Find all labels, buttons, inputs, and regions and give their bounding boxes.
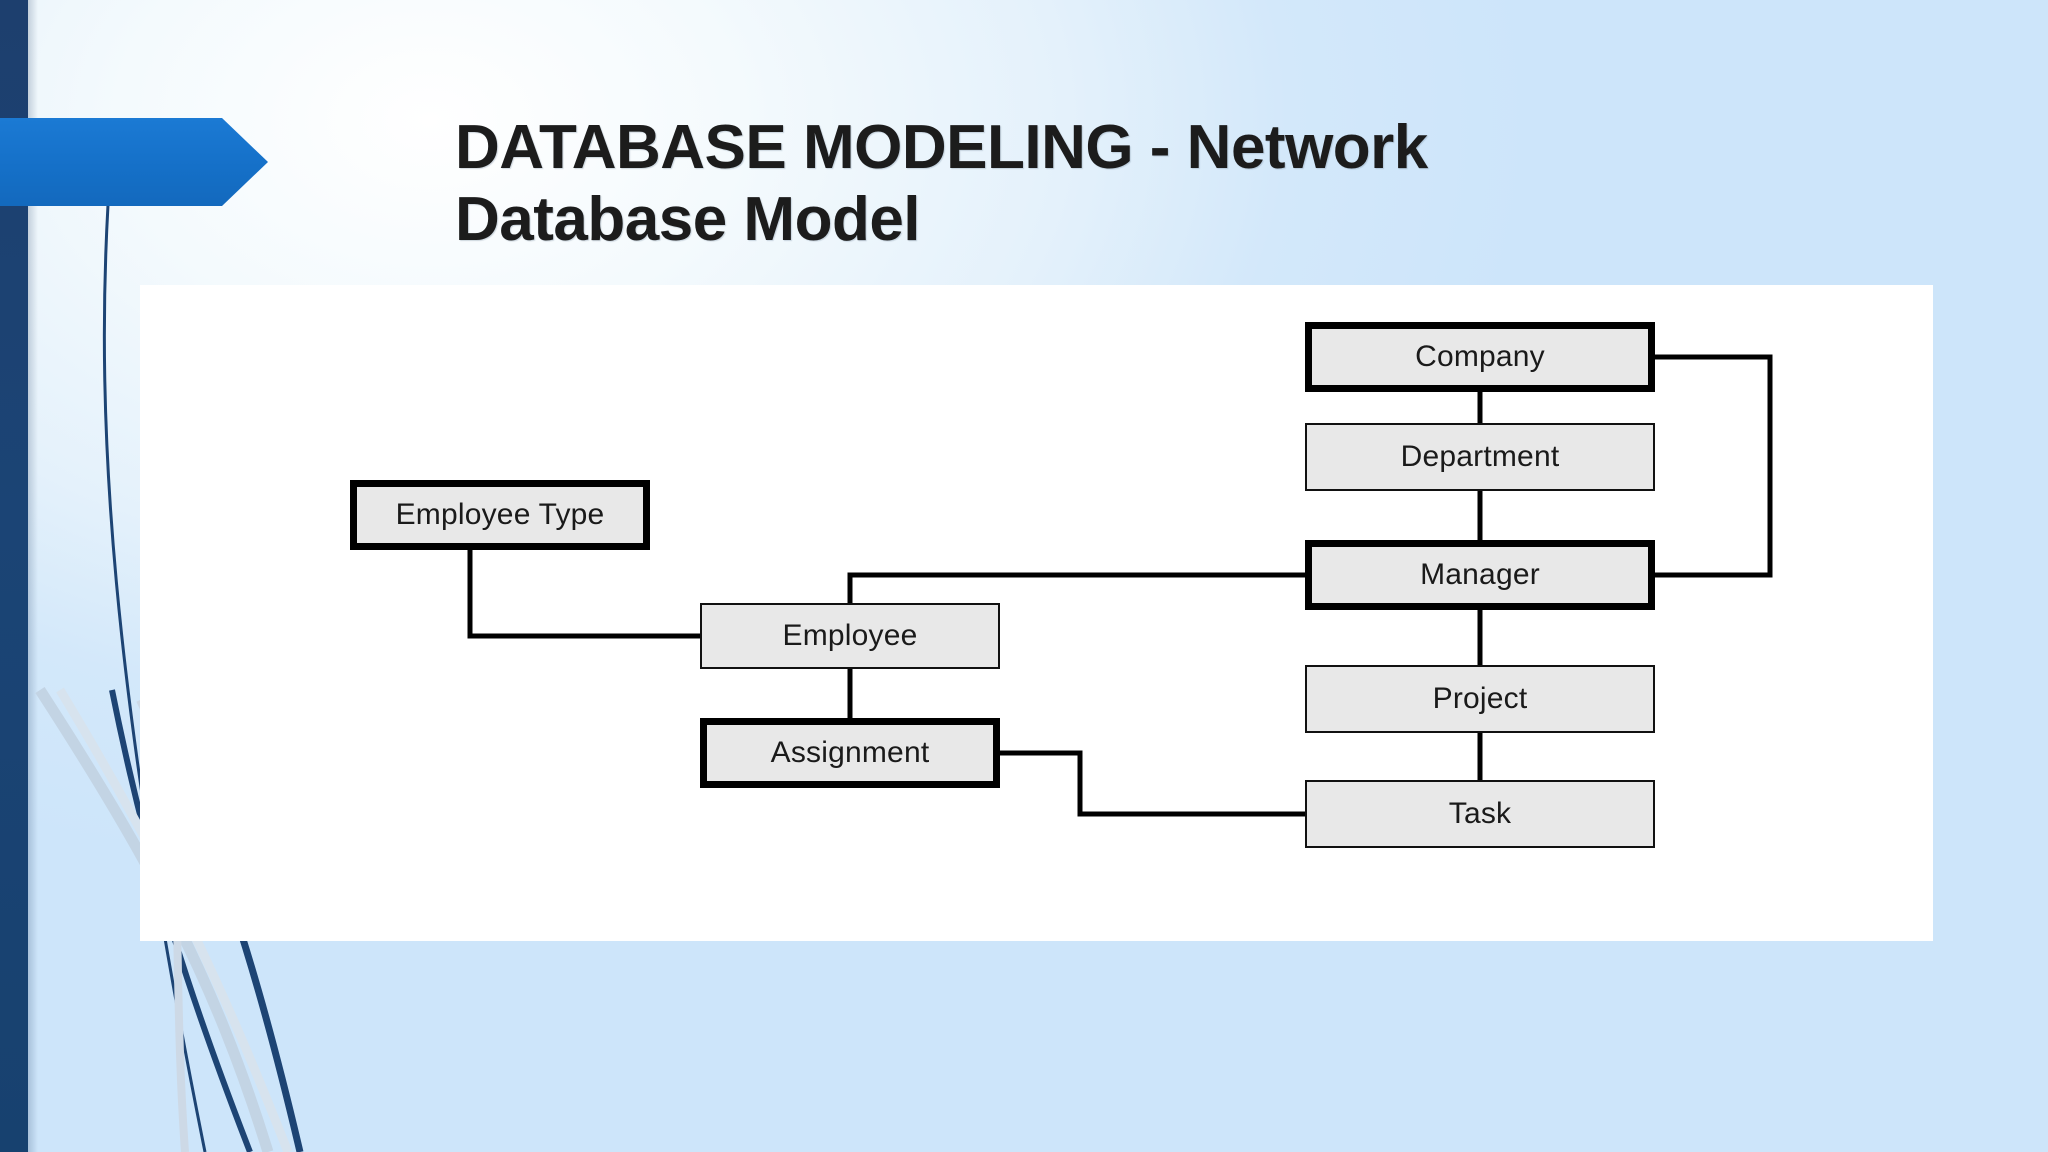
diagram-node-project: Project <box>1305 665 1655 733</box>
diagram-node-label: Manager <box>1420 558 1540 591</box>
title-line-1: DATABASE MODELING - Network <box>455 113 1428 182</box>
page-title: DATABASE MODELING - Network Database Mod… <box>455 112 1755 256</box>
diagram-node-department: Department <box>1305 423 1655 491</box>
diagram-node-label: Assignment <box>770 736 930 769</box>
diagram-connectors <box>467 354 1773 817</box>
diagram-node-label: Department <box>1400 440 1560 473</box>
left-bar-shadow <box>28 0 38 1152</box>
diagram-node-employee: Employee <box>700 603 1000 669</box>
blue-arrow-banner <box>0 118 268 206</box>
diagram-node-label: Employee <box>782 619 918 652</box>
diagram-node-task: Task <box>1305 780 1655 848</box>
diagram-node-manager: Manager <box>1305 540 1655 610</box>
diagram-node-label: Project <box>1432 682 1528 715</box>
diagram-node-label: Task <box>1448 797 1512 830</box>
diagram-node-employee-type: Employee Type <box>350 480 650 550</box>
diagram-node-assignment: Assignment <box>700 718 1000 788</box>
diagram-node-label: Employee Type <box>395 498 605 531</box>
title-line-2: Database Model <box>455 184 921 254</box>
diagram-node-company: Company <box>1305 322 1655 392</box>
diagram-node-label: Company <box>1415 340 1545 373</box>
